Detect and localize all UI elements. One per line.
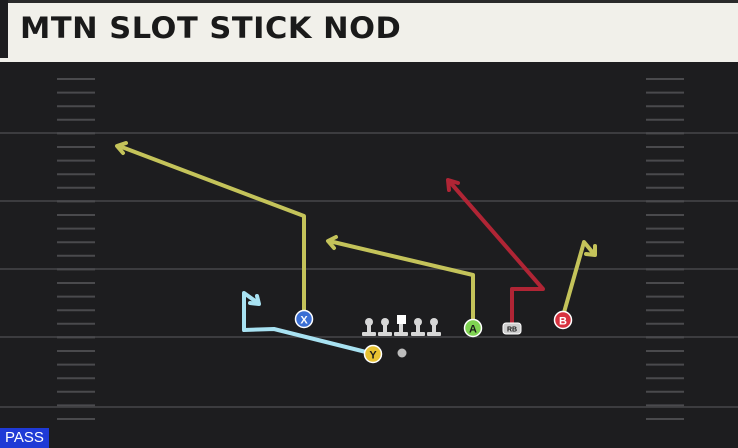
player-y[interactable]: Y: [363, 344, 383, 364]
play-title: MTN SLOT STICK NOD: [20, 11, 402, 45]
player-b-label: B: [559, 316, 567, 328]
lineman-icon: [427, 318, 441, 336]
yard-lines: [0, 132, 738, 408]
route-rb-arrow-head: [446, 178, 460, 192]
route-rb: [447, 179, 545, 327]
player-x[interactable]: X: [294, 309, 314, 329]
center-icon: [394, 315, 408, 336]
play-field: X Y A B RB: [0, 78, 738, 420]
player-a-label: A: [469, 324, 477, 336]
player-y-icon: [363, 344, 383, 364]
player-b[interactable]: B: [553, 310, 573, 330]
route-b-arrow-head: [584, 244, 597, 257]
player-a-icon: [463, 318, 483, 338]
route-x: [117, 144, 306, 321]
lineman-icon: [378, 318, 392, 336]
hash-marks-left: [57, 78, 95, 420]
title-bar: MTN SLOT STICK NOD: [0, 0, 738, 62]
lineman-icon: [362, 318, 376, 336]
route-y: [242, 291, 372, 355]
route-a-arrow-head: [326, 235, 338, 250]
route-x-arrow-head: [115, 141, 128, 155]
title-accent: [0, 0, 8, 58]
player-a[interactable]: A: [463, 318, 483, 338]
offensive-line: [362, 315, 441, 336]
route-b: [561, 240, 596, 318]
player-y-label: Y: [369, 350, 377, 362]
lineman-icon: [411, 318, 425, 336]
route-y-arrow-head: [248, 294, 261, 306]
route-a: [327, 239, 475, 330]
player-rb-label: RB: [507, 327, 517, 334]
hash-marks-right: [646, 78, 684, 420]
player-rb[interactable]: RB: [502, 322, 522, 335]
player-b-icon: [553, 310, 573, 330]
running-back-tag-icon: [502, 322, 522, 335]
quarterback-dot: [397, 348, 407, 358]
player-x-label: X: [300, 315, 308, 327]
player-x-icon: [294, 309, 314, 329]
play-type-badge: PASS: [0, 428, 49, 448]
